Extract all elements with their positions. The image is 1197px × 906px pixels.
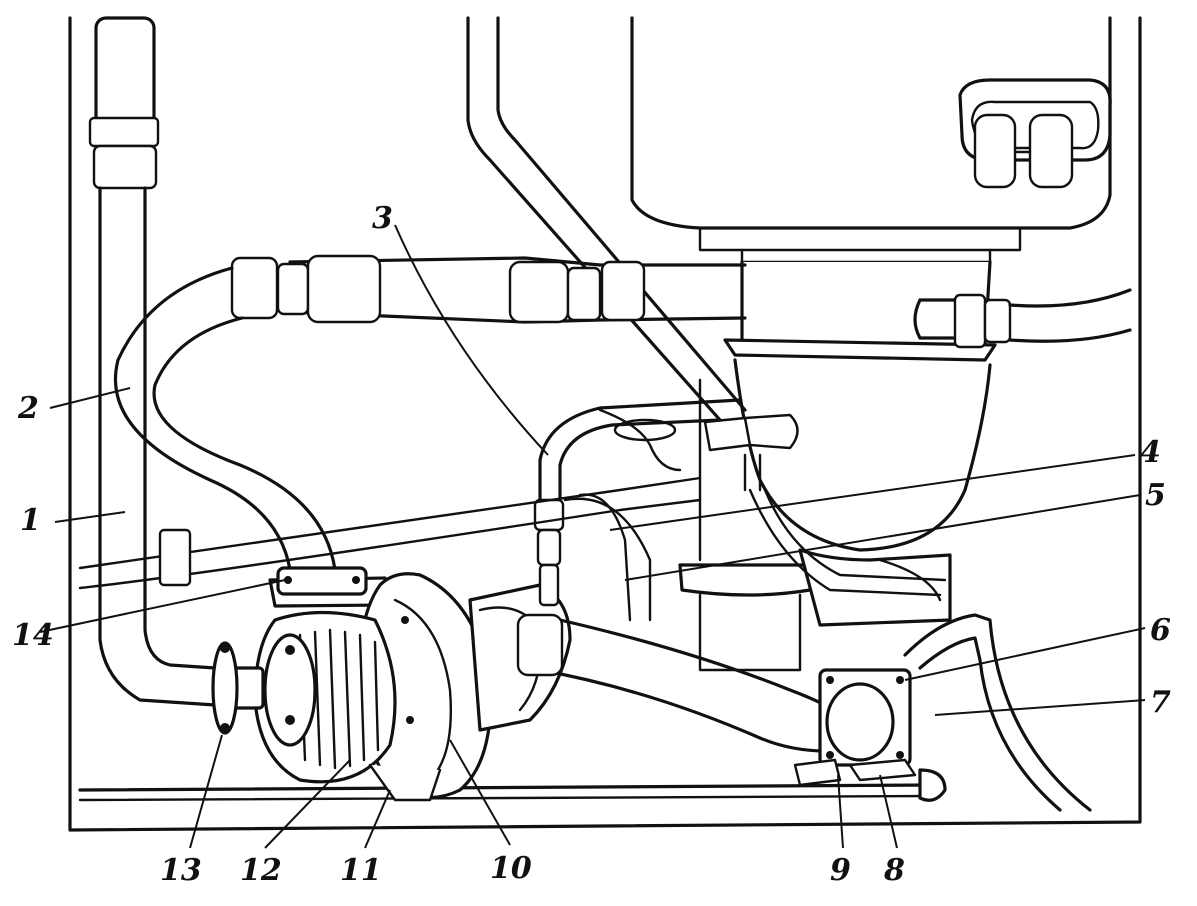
leader-7 [934, 699, 1146, 716]
callout-11: 11 [340, 853, 382, 888]
leader-8 [879, 774, 898, 849]
callout-leaders [39, 224, 1146, 849]
callout-9: 9 [830, 853, 851, 888]
callout-2: 2 [17, 391, 39, 426]
callout-4: 4 [1140, 435, 1161, 470]
leader-4 [609, 454, 1136, 531]
vent-grille [298, 628, 380, 770]
leader-9 [837, 774, 844, 849]
filter-housing [678, 260, 997, 672]
tank [630, 16, 1112, 264]
support-bracket [903, 613, 1092, 812]
right-outlet-pipe [913, 288, 1132, 349]
leader-1 [54, 511, 126, 523]
leader-12 [264, 759, 351, 849]
callout-1: 1 [20, 503, 41, 538]
callout-7: 7 [1150, 685, 1171, 720]
leader-3 [394, 224, 549, 456]
callout-8: 8 [883, 853, 905, 888]
cabinet-frame [68, 16, 1142, 832]
leader-6 [904, 627, 1146, 681]
leader-11 [364, 789, 391, 849]
leader-10 [449, 739, 511, 846]
leader-13 [189, 734, 223, 849]
callout-6: 6 [1150, 613, 1171, 648]
s-hose [113, 266, 337, 572]
pump [211, 566, 572, 802]
callout-labels: 1 2 3 4 5 6 7 8 9 10 11 12 13 14 [12, 201, 1171, 888]
vertical-pipe [88, 16, 217, 707]
drain-fitting [793, 758, 947, 802]
callout-14: 14 [12, 618, 54, 653]
discharge-pipe [516, 613, 912, 767]
upper-hose [230, 254, 747, 324]
mounting-rail [78, 476, 702, 590]
callout-13: 13 [160, 853, 202, 888]
leader-14 [39, 579, 286, 633]
callout-5: 5 [1145, 478, 1166, 513]
diagonal-feed-pipe [466, 16, 799, 492]
callout-10: 10 [490, 851, 532, 886]
callout-12: 12 [240, 853, 282, 888]
leader-2 [49, 387, 131, 409]
callout-3: 3 [372, 201, 393, 236]
leader-5 [624, 494, 1141, 581]
